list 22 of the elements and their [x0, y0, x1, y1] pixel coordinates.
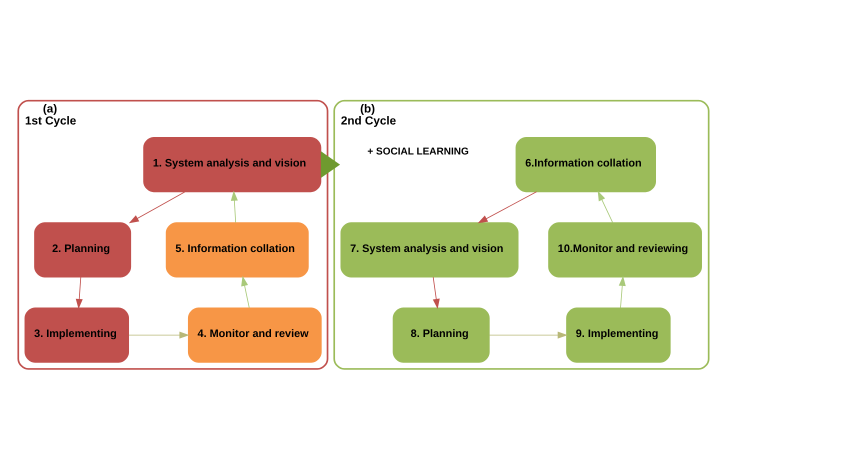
arrow [230, 190, 238, 222]
node-box: 10.Monitor and reviewing [548, 222, 702, 277]
arrow [432, 276, 440, 308]
node-box: 1. System analysis and vision [143, 136, 322, 192]
node-box: 6.Information collation [516, 136, 656, 192]
node-box: 9. Implementing [566, 307, 671, 362]
node-box: 8. Planning [392, 307, 490, 362]
node-box: 3. Implementing [24, 307, 130, 362]
arrow [618, 275, 626, 308]
arrow [128, 331, 190, 338]
arrow [241, 275, 250, 308]
edge-label: + SOCIAL LEARNING [367, 146, 469, 158]
arrow [128, 190, 186, 223]
node-box: 4. Monitor and review [188, 307, 322, 362]
node-box: 7. System analysis and vision [340, 222, 519, 277]
arrow [320, 150, 340, 178]
arrow [488, 331, 568, 338]
arrow [598, 190, 614, 222]
node-box: 5. Information collation [166, 222, 309, 277]
arrow [76, 276, 83, 308]
node-box: 2. Planning [34, 222, 132, 277]
arrow [478, 190, 537, 223]
